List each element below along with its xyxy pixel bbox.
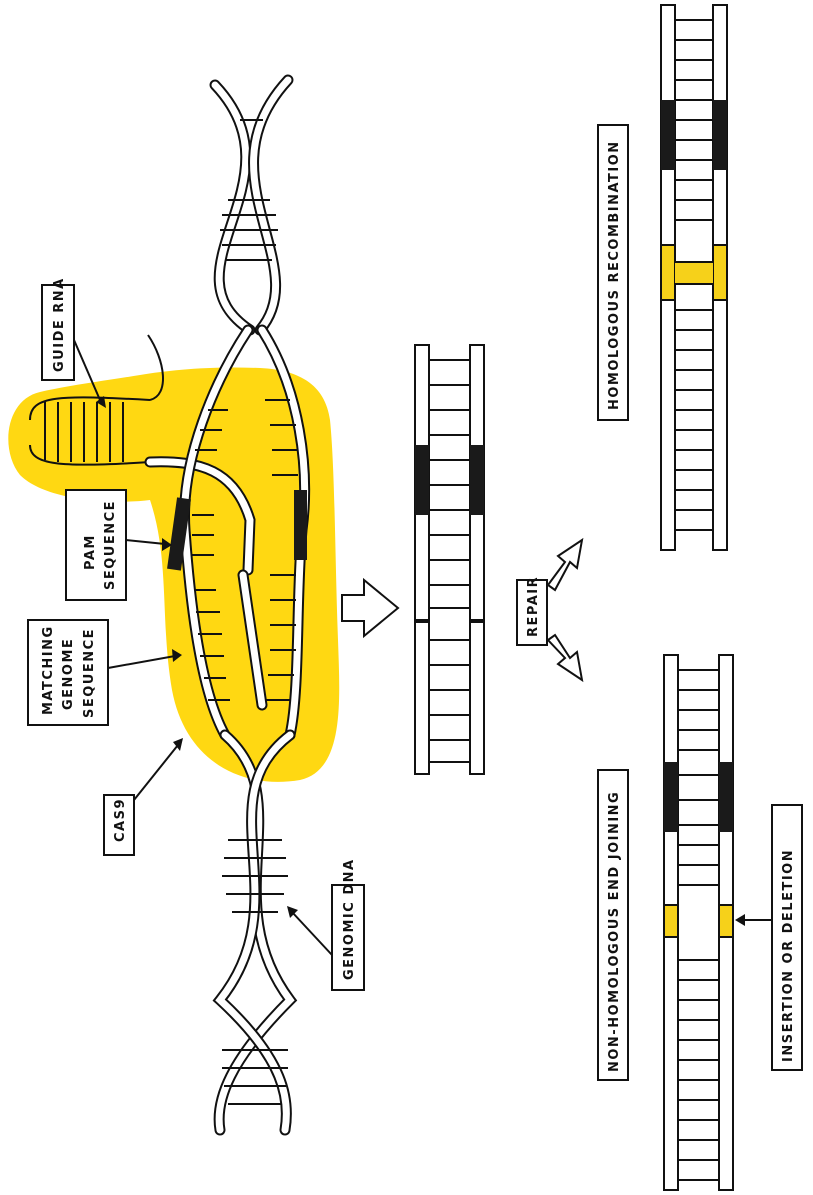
- repair-arrow-up: [548, 540, 582, 590]
- svg-text:GENOMIC DNA: GENOMIC DNA: [342, 858, 357, 980]
- svg-text:MATCHING: MATCHING: [41, 625, 56, 715]
- svg-text:REPAIR: REPAIR: [526, 576, 541, 637]
- label-genomic-dna: GENOMIC DNA: [287, 858, 364, 990]
- nhej-rungs: [678, 670, 719, 1180]
- cut-dna: [415, 345, 484, 774]
- svg-text:GENOME: GENOME: [61, 638, 76, 710]
- svg-text:CAS9: CAS9: [113, 798, 128, 842]
- svg-text:NON-HOMOLOGOUS END JOINING: NON-HOMOLOGOUS END JOINING: [607, 791, 622, 1072]
- label-homologous-recombination: HOMOLOGOUS RECOMBINATION: [598, 125, 628, 420]
- label-nhej: NON-HOMOLOGOUS END JOINING: [598, 770, 628, 1080]
- svg-text:PAM: PAM: [83, 534, 98, 570]
- nhej-dna: [664, 655, 733, 1190]
- cut-dna-upper-rungs: [429, 360, 470, 608]
- svg-text:GUIDE RNA: GUIDE RNA: [52, 277, 67, 372]
- process-arrow: [342, 580, 398, 636]
- label-cas9: CAS9: [104, 738, 183, 855]
- svg-text:SEQUENCE: SEQUENCE: [103, 500, 118, 590]
- svg-text:SEQUENCE: SEQUENCE: [82, 628, 97, 718]
- target-block: [294, 490, 307, 560]
- repair-arrow-down: [548, 635, 582, 680]
- label-matching-genome-sequence: MATCHING GENOME SEQUENCE: [28, 620, 182, 725]
- homologous-recombination-dna: [661, 5, 727, 550]
- label-insertion-or-deletion: INSERTION OR DELETION: [735, 805, 802, 1070]
- svg-text:HOMOLOGOUS RECOMBINATION: HOMOLOGOUS RECOMBINATION: [607, 140, 622, 410]
- svg-text:INSERTION OR DELETION: INSERTION OR DELETION: [781, 849, 796, 1062]
- label-repair: REPAIR: [517, 576, 547, 645]
- cut-dna-lower-rungs: [429, 640, 470, 762]
